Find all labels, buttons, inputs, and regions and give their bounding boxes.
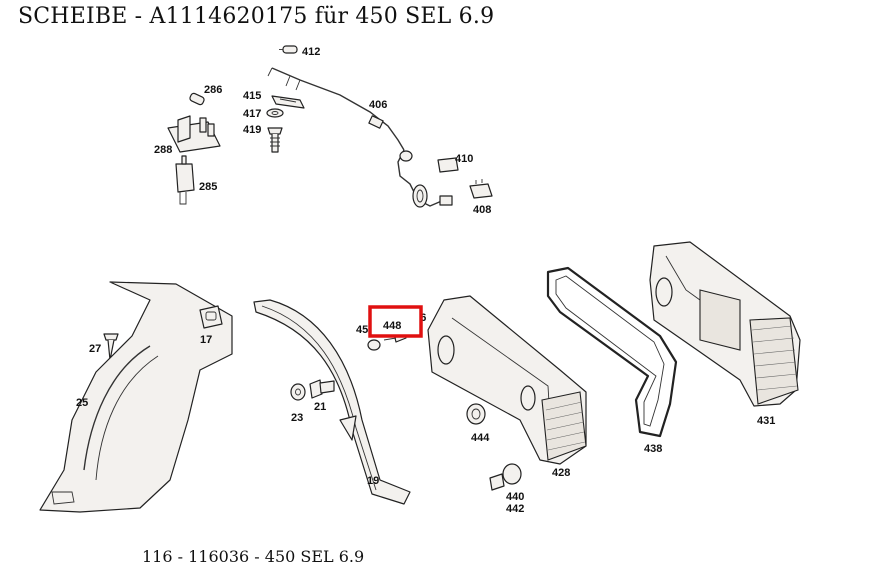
screw-419[interactable] [267,127,283,153]
callout-438[interactable]: 438 [644,443,662,455]
callout-431[interactable]: 431 [757,415,775,427]
callout-19[interactable]: 19 [367,475,379,487]
gasket-438[interactable] [546,266,678,438]
model-footer: 116 - 116036 - 450 SEL 6.9 [142,547,365,566]
bracket-415[interactable] [271,95,305,109]
bulb-holder-444[interactable] [466,403,486,425]
callout-406[interactable]: 406 [369,99,387,111]
connector-408[interactable] [469,179,493,199]
bulb-412[interactable] [279,45,298,54]
callout-21[interactable]: 21 [314,401,326,413]
lamp-housing-428[interactable] [427,295,587,465]
switch-288[interactable] [167,115,221,153]
callout-448[interactable]: 448 [383,320,401,332]
callout-442[interactable]: 442 [506,503,524,515]
connector-410[interactable] [437,157,459,173]
callout-288[interactable]: 288 [154,144,172,156]
wiring-harness-406[interactable] [267,67,453,208]
callout-286[interactable]: 286 [204,84,222,96]
trim-strip-19[interactable] [253,299,411,505]
bulb-286[interactable] [189,92,205,106]
callout-412[interactable]: 412 [302,46,320,58]
callout-410[interactable]: 410 [455,153,473,165]
washer-417[interactable] [266,108,284,118]
callout-428[interactable]: 428 [552,467,570,479]
callout-415[interactable]: 415 [243,90,261,102]
callout-444[interactable]: 444 [471,432,490,444]
callout-440[interactable]: 440 [506,491,524,503]
grommet-17[interactable] [199,305,223,329]
callout-408[interactable]: 408 [473,204,491,216]
bulb-440[interactable] [489,463,522,491]
callout-23[interactable]: 23 [291,412,303,424]
callout-17[interactable]: 17 [200,334,212,346]
washer-23[interactable] [290,383,306,401]
nut-450[interactable] [367,339,381,351]
switch-285[interactable] [175,155,195,205]
callout-419[interactable]: 419 [243,124,261,136]
highlight-box [368,305,423,338]
page-title: SCHEIBE - A1114620175 für 450 SEL 6.9 [18,4,495,29]
tail-lamp-431[interactable] [649,241,801,407]
callout-25[interactable]: 25 [76,397,88,409]
fender-panel-25[interactable] [39,281,233,513]
bolt-21[interactable] [309,379,335,399]
callout-285[interactable]: 285 [199,181,217,193]
callout-27[interactable]: 27 [89,343,101,355]
callout-417[interactable]: 417 [243,108,261,120]
